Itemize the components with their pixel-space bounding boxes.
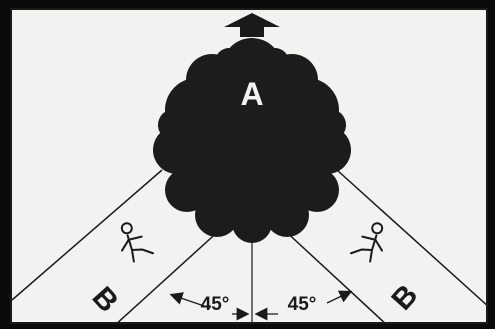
region-b-label-left: B — [86, 281, 125, 319]
region-a-blob — [153, 38, 351, 243]
diagram-panel: A B B — [10, 8, 488, 324]
angle-label-right: 45° — [288, 294, 317, 315]
region-b-label-right: B — [385, 279, 424, 317]
region-a-label: A — [240, 76, 263, 112]
diagram-canvas: A B B — [12, 10, 488, 324]
running-person-icon-right — [349, 221, 394, 268]
up-arrow-icon — [224, 13, 280, 37]
angle-label-left: 45° — [201, 294, 230, 315]
running-person-icon-left — [110, 221, 155, 268]
